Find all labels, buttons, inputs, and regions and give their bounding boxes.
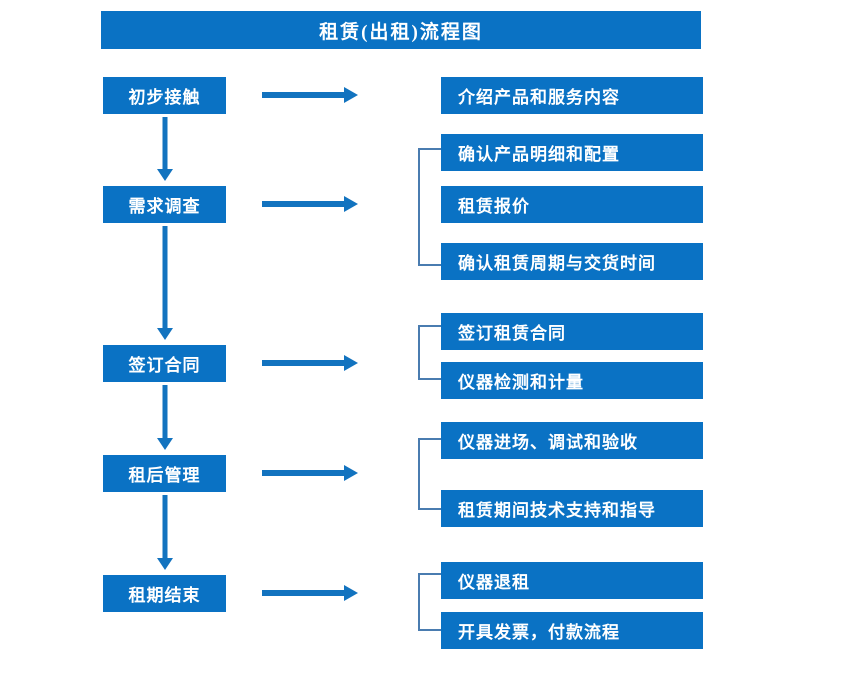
chart-title-banner: 租赁(出租)流程图 [101,11,701,49]
detail-box-instrument-return[interactable]: 仪器退租 [441,562,703,599]
arrow-down-icon-3 [157,385,173,452]
group-bracket-sign-contract [418,325,442,380]
group-bracket-needs-survey [418,148,442,266]
group-bracket-post-rental-mgmt [418,438,442,510]
arrow-right-icon-4 [262,465,358,481]
detail-box-confirm-product-config[interactable]: 确认产品明细和配置 [441,134,703,171]
detail-box-confirm-period-delivery[interactable]: 确认租赁周期与交货时间 [441,243,703,280]
arrow-down-icon-2 [157,226,173,342]
detail-box-tech-support-guidance[interactable]: 租赁期间技术支持和指导 [441,490,703,527]
arrow-right-icon-3 [262,355,358,371]
group-bracket-rental-end [418,573,442,631]
detail-box-rental-quotation[interactable]: 租赁报价 [441,186,703,223]
detail-box-invoice-payment-process[interactable]: 开具发票，付款流程 [441,612,703,649]
stage-box-needs-survey[interactable]: 需求调查 [103,186,226,223]
stage-box-post-rental-mgmt[interactable]: 租后管理 [103,455,226,492]
arrow-down-icon-1 [157,117,173,183]
detail-box-intro-products-services[interactable]: 介绍产品和服务内容 [441,77,703,114]
detail-box-instrument-inspection[interactable]: 仪器检测和计量 [441,362,703,399]
detail-box-entry-debug-acceptance[interactable]: 仪器进场、调试和验收 [441,422,703,459]
arrow-down-icon-4 [157,495,173,572]
detail-box-sign-rental-contract[interactable]: 签订租赁合同 [441,313,703,350]
arrow-right-icon-1 [262,87,358,103]
stage-box-rental-end[interactable]: 租期结束 [103,575,226,612]
stage-box-initial-contact[interactable]: 初步接触 [103,77,226,114]
stage-box-sign-contract[interactable]: 签订合同 [103,345,226,382]
arrow-right-icon-2 [262,196,358,212]
arrow-right-icon-5 [262,585,358,601]
